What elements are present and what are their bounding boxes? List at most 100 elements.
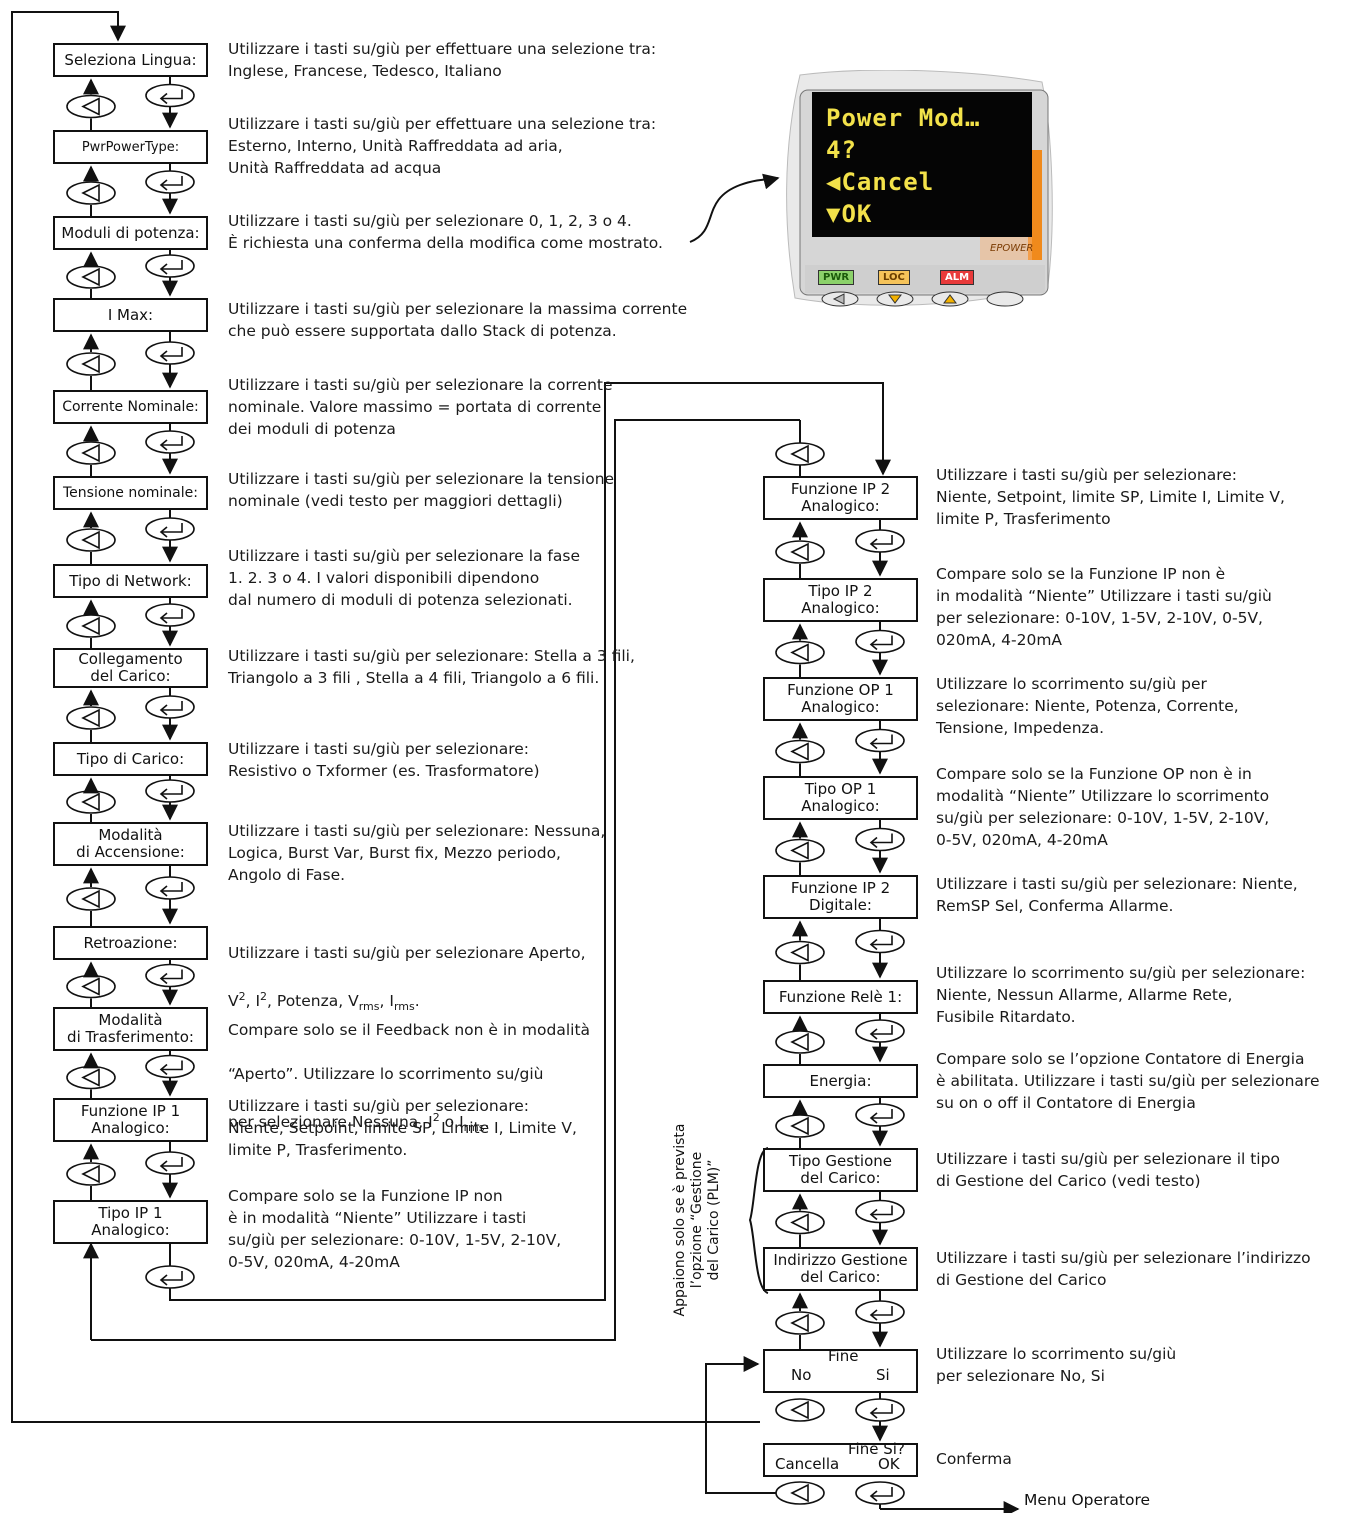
enter-arrow-glyph bbox=[159, 260, 183, 275]
enter-arrow-glyph bbox=[869, 635, 893, 651]
desc-tipo-op1-analogico: Compare solo se la Funzione OP non è in … bbox=[936, 765, 1270, 849]
enter-button-icon bbox=[145, 1151, 195, 1175]
back-return-line bbox=[91, 419, 721, 1341]
box-i-max[interactable]: I Max: bbox=[53, 298, 208, 332]
back-button-icon bbox=[775, 640, 825, 665]
box-fine[interactable] bbox=[763, 1349, 918, 1393]
plm-brace bbox=[748, 1147, 769, 1294]
enter-arrow-glyph bbox=[159, 347, 183, 362]
enter-button-icon bbox=[145, 779, 195, 803]
enter-arrow-glyph bbox=[159, 785, 183, 800]
box-funzione-ip2-analogico[interactable]: Funzione IP 2 Analogico: bbox=[763, 476, 918, 520]
desc-indirizzo-gestione-carico: Utilizzare i tasti su/giù per selezionar… bbox=[936, 1249, 1311, 1289]
box-corrente-nominale[interactable]: Corrente Nominale: bbox=[53, 390, 208, 424]
box-tipo-gestione-carico[interactable]: Tipo Gestione del Carico: bbox=[763, 1148, 918, 1192]
desc-retroazione: Utilizzare i tasti su/giù per selezionar… bbox=[228, 920, 586, 1040]
enter-button-icon bbox=[145, 170, 195, 194]
fine-option-si[interactable]: Si bbox=[876, 1366, 890, 1384]
enter-button-icon bbox=[145, 341, 195, 365]
enter-button-outline bbox=[855, 1103, 905, 1127]
enter-arrow-glyph bbox=[869, 935, 893, 951]
enter-button-outline bbox=[855, 1019, 905, 1043]
desc-moduli-di-potenza: Utilizzare i tasti su/giù per selezionar… bbox=[228, 212, 663, 252]
back-arrow-glyph bbox=[81, 1068, 100, 1087]
cancel-return-arrow bbox=[705, 1356, 776, 1494]
desc-funzione-rele-1: Utilizzare lo scorrimento su/giù per sel… bbox=[936, 964, 1306, 1026]
box-modalita-di-accensione[interactable]: Modalità di Accensione: bbox=[53, 822, 208, 866]
back-arrow-glyph bbox=[790, 1116, 809, 1136]
box-fine-si-confirm[interactable] bbox=[763, 1443, 918, 1477]
back-arrow-glyph bbox=[790, 1032, 809, 1052]
back-button-icon bbox=[66, 974, 116, 999]
alm-led: ALM bbox=[940, 270, 975, 285]
box-tipo-ip1-analogico[interactable]: Tipo IP 1 Analogico: bbox=[53, 1200, 208, 1244]
back-button-icon bbox=[775, 1481, 825, 1505]
box-seleziona-lingua[interactable]: Seleziona Lingua: bbox=[53, 43, 208, 77]
enter-arrow-glyph bbox=[159, 1157, 183, 1172]
back-button-icon bbox=[66, 614, 116, 638]
desc-tipo-gestione-carico: Utilizzare i tasti su/giù per selezionar… bbox=[936, 1150, 1280, 1190]
back-button-icon bbox=[66, 181, 116, 205]
desc-collegamento-del-carico: Utilizzare i tasti su/giù per selezionar… bbox=[228, 647, 635, 687]
back-arrow-glyph bbox=[790, 742, 809, 761]
enter-button-icon bbox=[855, 1199, 905, 1224]
box-modalita-di-trasferimento[interactable]: Modalità di Trasferimento: bbox=[53, 1007, 208, 1051]
back-arrow-glyph bbox=[81, 708, 100, 728]
box-energia[interactable]: Energia: bbox=[763, 1064, 918, 1098]
desc-retroazione-line1: Utilizzare i tasti su/giù per selezionar… bbox=[228, 944, 586, 962]
enter-button-outline bbox=[145, 695, 195, 719]
enter-button-outline bbox=[145, 1054, 195, 1079]
desc-tensione-nominale: Utilizzare i tasti su/giù per selezionar… bbox=[228, 470, 615, 510]
loop-entry-arrow bbox=[11, 11, 126, 1235]
enter-button-icon bbox=[855, 529, 905, 553]
confirm-ok[interactable]: OK bbox=[878, 1455, 900, 1473]
desc-corrente-nominale: Utilizzare i tasti su/giù per selezionar… bbox=[228, 376, 613, 438]
box-moduli-di-potenza[interactable]: Moduli di potenza: bbox=[53, 216, 208, 250]
back-button-icon bbox=[775, 1030, 825, 1054]
device-pointer-arrow bbox=[689, 173, 780, 243]
lcd-line-2: 4? bbox=[826, 136, 857, 164]
enter-arrow-glyph bbox=[159, 89, 183, 105]
brand-logo: EPOWER bbox=[990, 243, 1034, 254]
box-funzione-ip2-digitale[interactable]: Funzione IP 2 Digitale: bbox=[763, 875, 918, 919]
enter-button-icon bbox=[145, 1054, 195, 1079]
box-retroazione[interactable]: Retroazione: bbox=[53, 926, 208, 960]
back-arrow-glyph bbox=[81, 183, 100, 203]
enter-button-icon bbox=[145, 603, 195, 627]
enter-button-icon bbox=[855, 1481, 905, 1505]
box-tensione-nominale[interactable]: Tensione nominale: bbox=[53, 476, 208, 510]
back-button-icon bbox=[775, 442, 825, 466]
box-collegamento-del-carico[interactable]: Collegamento del Carico: bbox=[53, 648, 208, 688]
fine-option-no[interactable]: No bbox=[791, 1366, 812, 1384]
enter-button-outline bbox=[145, 430, 195, 454]
enter-arrow-glyph bbox=[159, 1060, 183, 1076]
enter-button-outline bbox=[855, 529, 905, 553]
confirm-cancel[interactable]: Cancella bbox=[775, 1455, 840, 1473]
pwr-led: PWR bbox=[818, 270, 855, 285]
back-arrow-glyph bbox=[81, 443, 100, 463]
enter-button-outline bbox=[145, 83, 195, 108]
box-tipo-di-network[interactable]: Tipo di Network: bbox=[53, 564, 208, 598]
back-arrow-glyph bbox=[81, 977, 100, 996]
box-tipo-op1-analogico[interactable]: Tipo OP 1 Analogico: bbox=[763, 776, 918, 820]
enter-button-icon bbox=[855, 1300, 905, 1324]
back-arrow-glyph bbox=[790, 841, 809, 860]
enter-arrow-glyph bbox=[159, 701, 183, 716]
potenza-text: , Potenza, V bbox=[267, 992, 359, 1010]
enter-arrow-glyph bbox=[159, 176, 183, 191]
desc-tipo-ip2-analogico: Compare solo se la Funzione IP non è in … bbox=[936, 565, 1272, 649]
box-funzione-ip1-analogico[interactable]: Funzione IP 1 Analogico: bbox=[53, 1098, 208, 1142]
box-pwr-power-type[interactable]: PwrPowerType: bbox=[53, 130, 208, 164]
enter-arrow-glyph bbox=[159, 969, 183, 985]
enter-button-outline bbox=[145, 876, 195, 900]
desc-i-max: Utilizzare i tasti su/giù per selezionar… bbox=[228, 300, 688, 340]
v-symbol: V bbox=[228, 992, 239, 1010]
box-funzione-rele-1[interactable]: Funzione Relè 1: bbox=[763, 980, 918, 1014]
box-funzione-op1-analogico[interactable]: Funzione OP 1 Analogico: bbox=[763, 677, 918, 721]
box-indirizzo-gestione-carico[interactable]: Indirizzo Gestione del Carico: bbox=[763, 1247, 918, 1291]
back-arrow-glyph bbox=[790, 444, 809, 464]
to-right-column-arrow bbox=[169, 382, 891, 1301]
box-tipo-di-carico[interactable]: Tipo di Carico: bbox=[53, 742, 208, 776]
box-tipo-ip2-analogico[interactable]: Tipo IP 2 Analogico: bbox=[763, 578, 918, 622]
enter-arrow-glyph bbox=[869, 1487, 893, 1502]
